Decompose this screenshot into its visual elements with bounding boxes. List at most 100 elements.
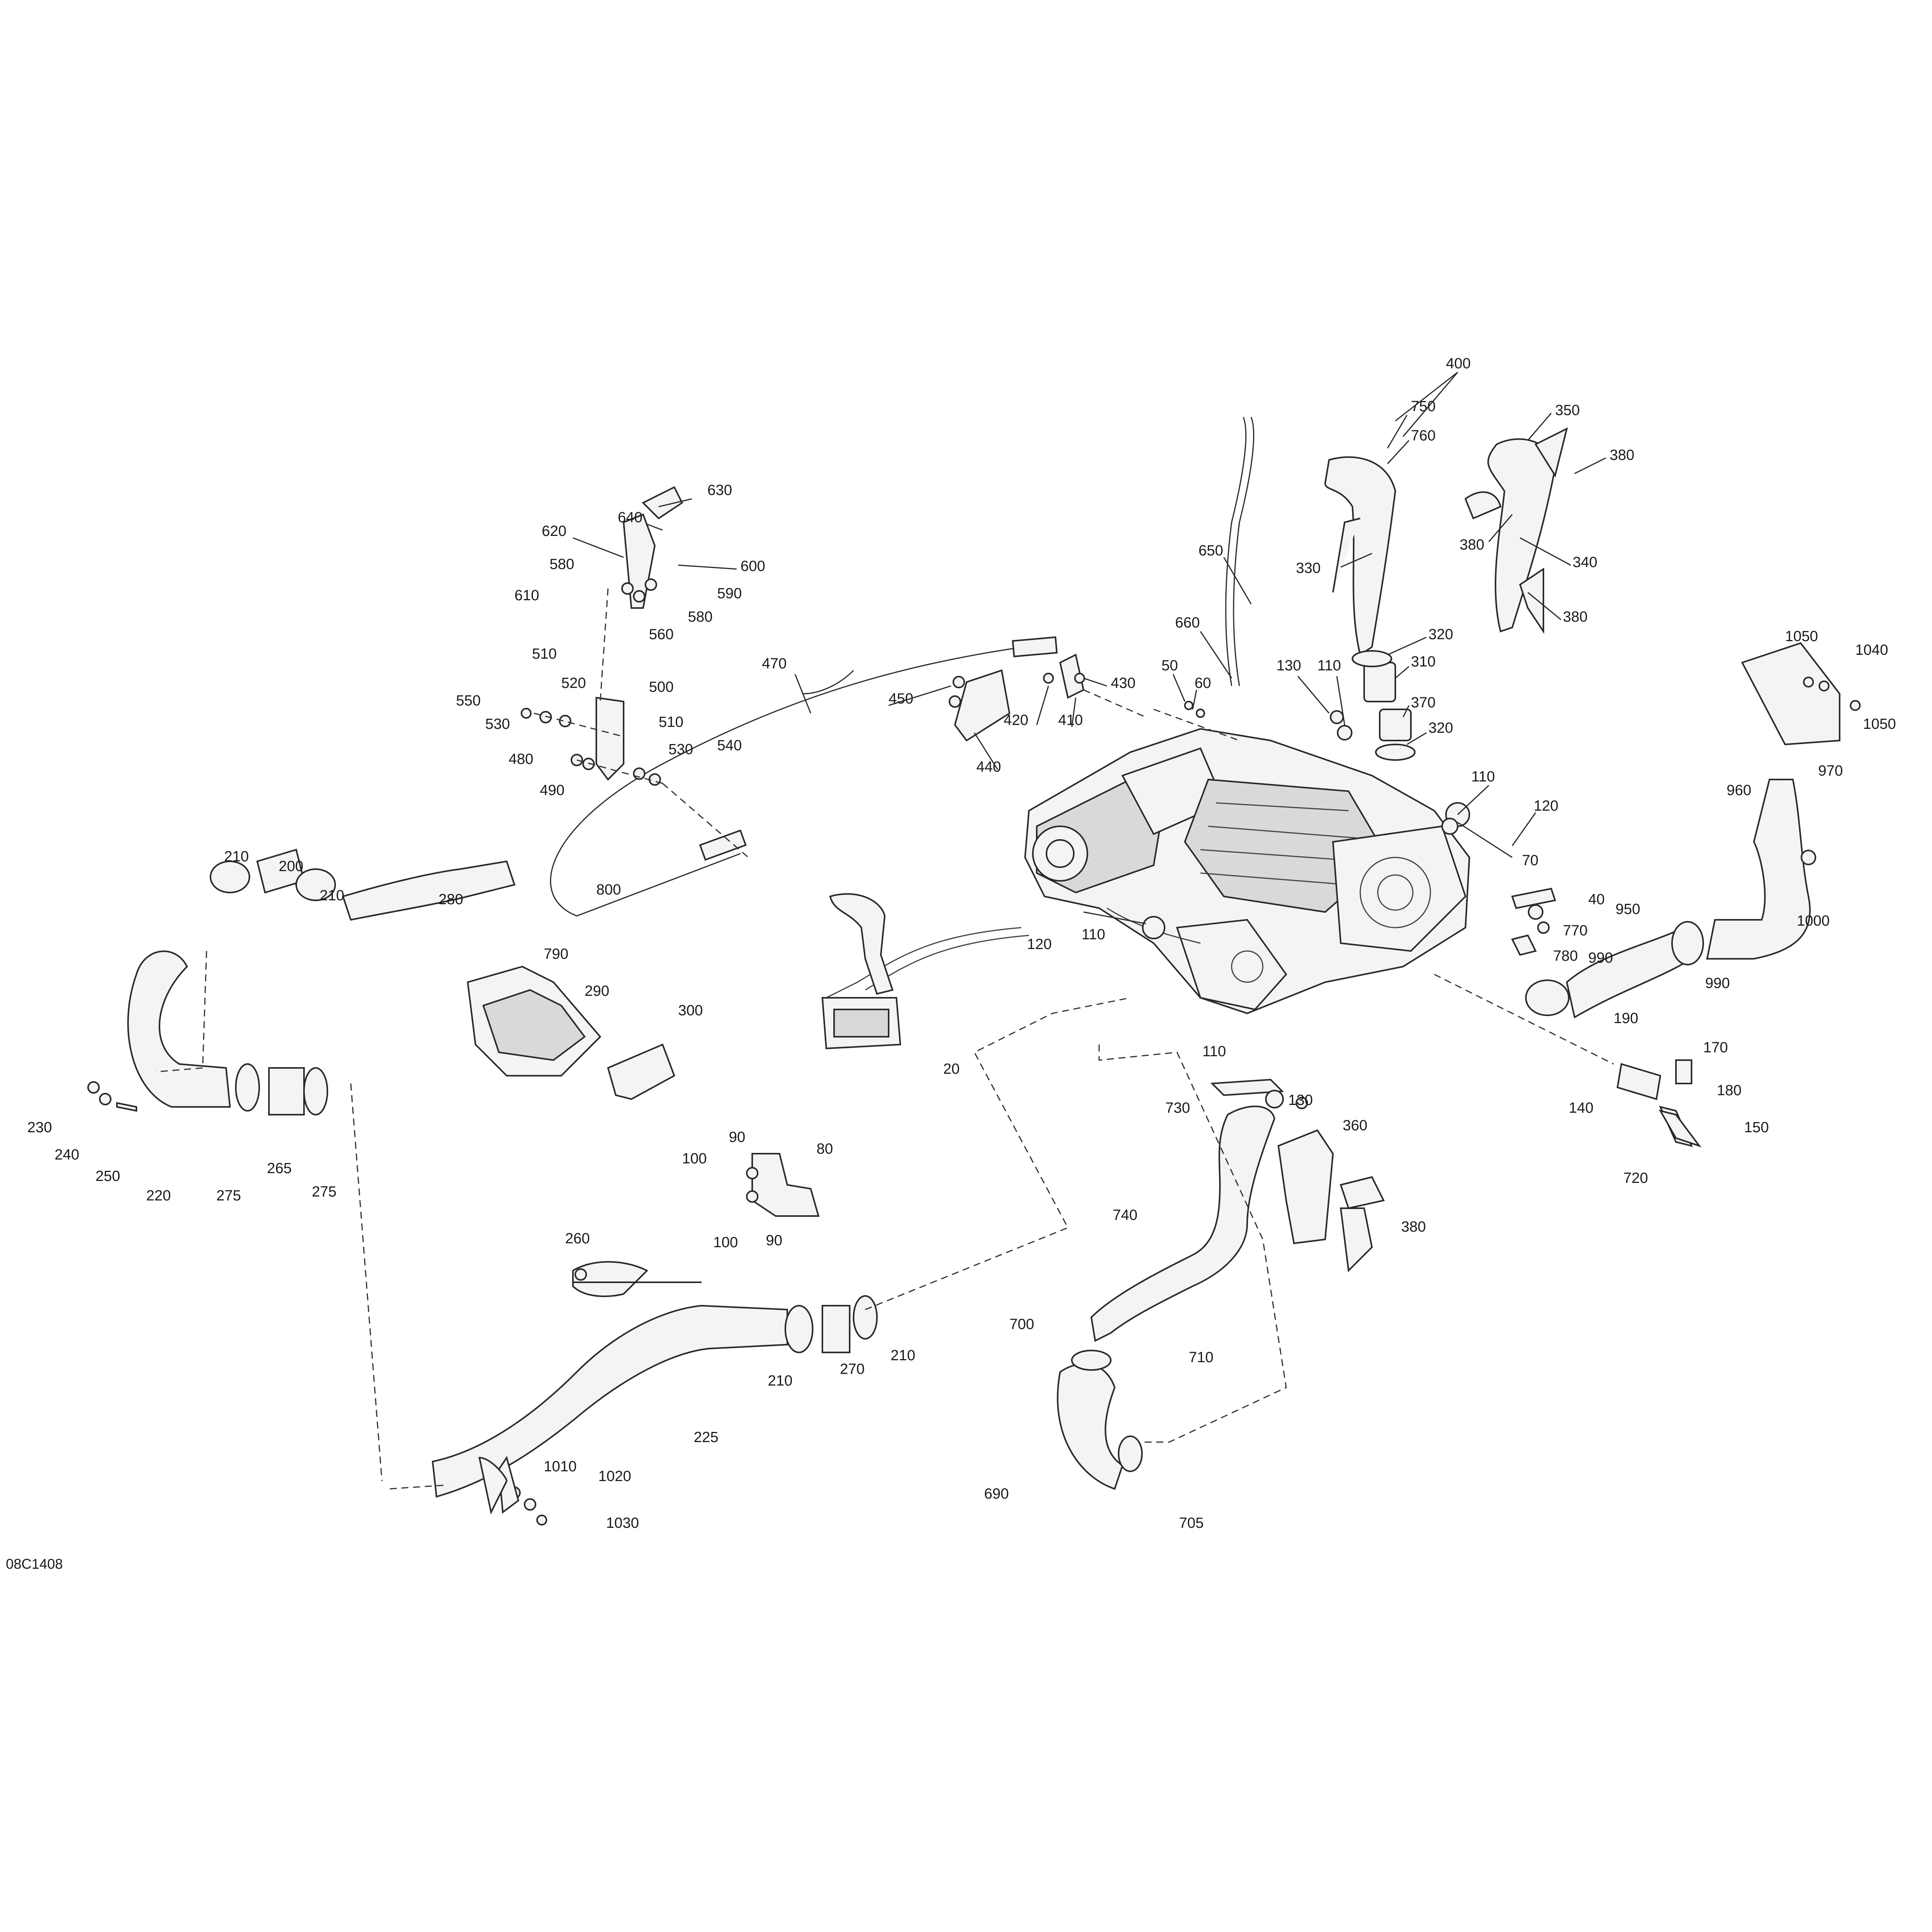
callout-90-b: 90 — [766, 1232, 782, 1249]
callout-320-a: 320 — [1428, 626, 1453, 643]
callout-1030: 1030 — [606, 1515, 639, 1531]
callout-630: 630 — [707, 482, 732, 498]
callout-150: 150 — [1744, 1119, 1769, 1136]
callout-300: 300 — [678, 1002, 703, 1019]
callout-210-c: 210 — [768, 1373, 792, 1389]
callout-610: 610 — [514, 587, 539, 604]
callout-230: 230 — [27, 1119, 52, 1136]
callout-40: 40 — [1588, 891, 1605, 908]
callout-620: 620 — [542, 523, 566, 539]
callout-540: 540 — [717, 737, 742, 754]
callout-380-b: 380 — [1460, 537, 1484, 553]
callout-510-a: 510 — [532, 646, 557, 662]
callout-590: 590 — [717, 585, 742, 602]
callout-500: 500 — [649, 679, 673, 695]
callout-720: 720 — [1623, 1170, 1648, 1186]
intake-ducts-upper — [1225, 417, 1568, 761]
callout-80: 80 — [817, 1141, 833, 1157]
callout-190: 190 — [1614, 1010, 1638, 1027]
callout-200: 200 — [279, 858, 303, 875]
callout-1050-a: 1050 — [1785, 628, 1818, 645]
callout-1010: 1010 — [544, 1458, 577, 1475]
callout-labels: 400 750 760 350 380 380 340 380 330 650 … — [6, 355, 1896, 1572]
callout-420: 420 — [1004, 712, 1028, 728]
callout-leaders — [573, 371, 1606, 846]
callout-120-b: 120 — [1027, 936, 1052, 953]
callout-1040: 1040 — [1855, 642, 1888, 658]
callout-430: 430 — [1111, 675, 1135, 691]
engine-assembly — [826, 728, 1471, 1015]
callout-660: 660 — [1175, 615, 1200, 631]
callout-100-b: 100 — [713, 1234, 738, 1251]
callout-260: 260 — [565, 1230, 590, 1247]
callout-650: 650 — [1198, 543, 1223, 559]
callout-110-c: 110 — [1082, 926, 1105, 943]
callout-220: 220 — [146, 1188, 171, 1204]
callout-225: 225 — [694, 1429, 718, 1446]
callout-970: 970 — [1818, 763, 1843, 779]
callout-130-a: 130 — [1276, 658, 1301, 674]
callout-240: 240 — [55, 1147, 79, 1163]
callout-990-b: 990 — [1705, 975, 1730, 992]
callout-140: 140 — [1569, 1100, 1593, 1116]
callout-20: 20 — [943, 1061, 960, 1077]
callout-440: 440 — [976, 759, 1001, 775]
callout-520: 520 — [561, 675, 586, 691]
callout-710: 710 — [1189, 1349, 1213, 1366]
callout-310: 310 — [1411, 654, 1435, 670]
callout-580-a: 580 — [550, 556, 574, 573]
callout-180: 180 — [1717, 1082, 1741, 1099]
callout-740: 740 — [1113, 1207, 1137, 1223]
callout-1020: 1020 — [598, 1468, 631, 1485]
callout-60: 60 — [1195, 675, 1211, 691]
callout-400: 400 — [1446, 355, 1471, 372]
callout-280: 280 — [438, 891, 463, 908]
upper-bracket-group — [949, 654, 1240, 742]
callout-960: 960 — [1727, 782, 1751, 799]
callout-770: 770 — [1563, 923, 1587, 939]
callout-275-b: 275 — [312, 1184, 336, 1200]
left-intake-tubes — [127, 848, 1131, 1498]
callout-790: 790 — [544, 946, 568, 962]
lower-exhaust — [1057, 1045, 1702, 1490]
callout-380-d: 380 — [1401, 1219, 1426, 1235]
callout-510-b: 510 — [659, 714, 683, 730]
callout-690: 690 — [984, 1486, 1009, 1502]
callout-290: 290 — [585, 983, 609, 999]
callout-780: 780 — [1553, 948, 1578, 964]
pedal-linkage — [521, 486, 749, 858]
callout-265: 265 — [267, 1160, 292, 1177]
callout-990-a: 990 — [1588, 950, 1613, 966]
callout-130-b: 130 — [1288, 1092, 1313, 1108]
callout-370: 370 — [1411, 695, 1435, 711]
callout-760: 760 — [1411, 428, 1435, 444]
callout-90-a: 90 — [729, 1129, 745, 1145]
callout-640: 640 — [618, 509, 642, 526]
callout-210-d: 210 — [891, 1347, 915, 1364]
callout-480: 480 — [509, 751, 533, 767]
callout-170: 170 — [1703, 1039, 1728, 1056]
right-side-intake — [1434, 642, 1840, 1147]
callout-410: 410 — [1058, 712, 1083, 728]
callout-705: 705 — [1179, 1515, 1204, 1531]
callout-800: 800 — [596, 882, 621, 898]
callout-100-a: 100 — [682, 1151, 707, 1167]
callout-120-a: 120 — [1534, 798, 1558, 814]
callout-50: 50 — [1161, 658, 1178, 674]
callout-270: 270 — [840, 1361, 864, 1377]
callout-490: 490 — [540, 782, 564, 799]
callout-110-a: 110 — [1317, 658, 1341, 674]
callout-700: 700 — [1009, 1316, 1034, 1333]
callout-550: 550 — [456, 693, 481, 709]
callout-470: 470 — [762, 656, 787, 672]
callout-210-a: 210 — [224, 848, 249, 865]
callout-380-c: 380 — [1563, 609, 1587, 625]
callout-210-b: 210 — [320, 887, 344, 904]
callout-530-b: 530 — [668, 741, 693, 758]
callout-1050-b: 1050 — [1863, 716, 1896, 732]
callout-380-a: 380 — [1610, 447, 1634, 463]
callout-530-a: 530 — [485, 716, 510, 732]
callout-70: 70 — [1522, 852, 1538, 869]
reference-code: 08C1408 — [6, 1556, 63, 1572]
